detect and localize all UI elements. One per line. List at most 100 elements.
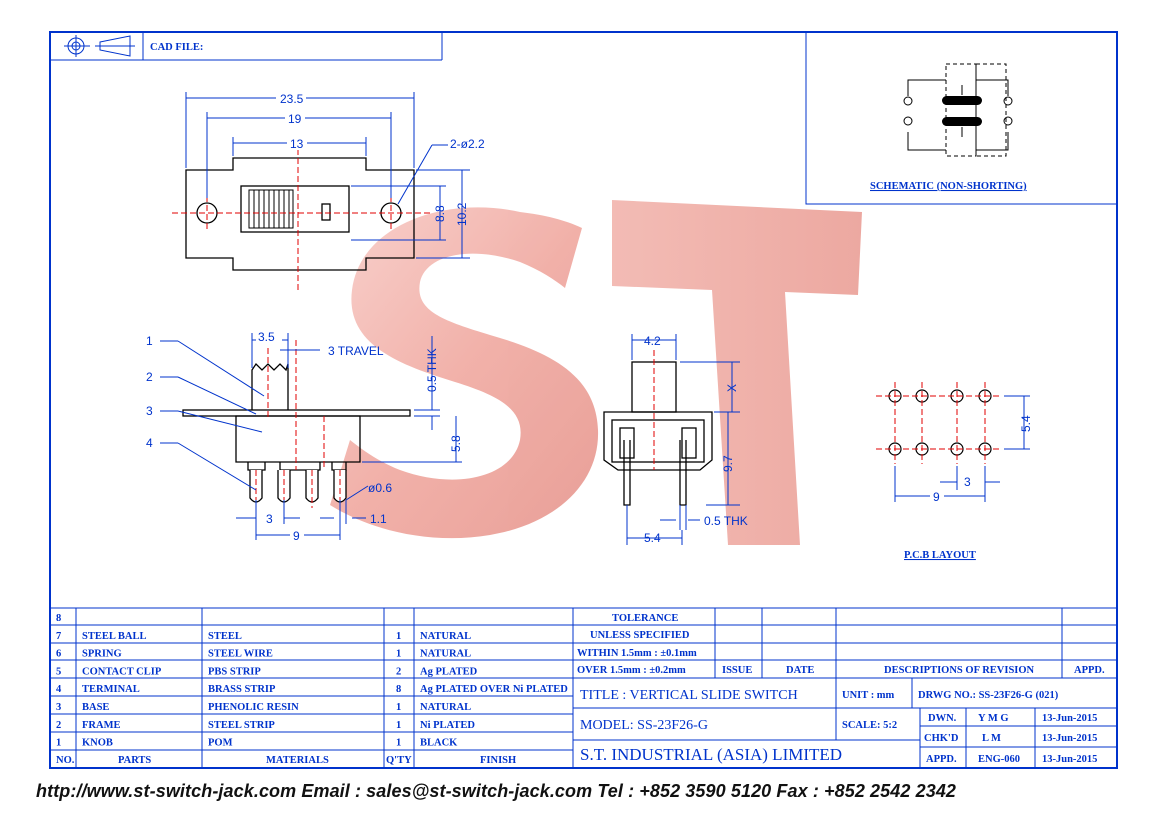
- rev-appd-header: APPD.: [1074, 665, 1105, 676]
- drawing-number: DRWG NO.: SS-23F26-G (021): [918, 690, 1059, 701]
- bom-cell-part: SPRING: [82, 649, 122, 660]
- dim-5-8: 5.8: [449, 435, 463, 452]
- bom-cell-material: STEEL WIRE: [208, 649, 273, 660]
- company-name: S.T. INDUSTRIAL (ASIA) LIMITED: [580, 745, 842, 764]
- bom-cell-finish: Ag PLATED OVER Ni PLATED: [420, 684, 568, 695]
- bom-cell-finish: Ni PLATED: [420, 720, 475, 731]
- sheet-border: [49, 31, 1118, 769]
- tolerance-line1: TOLERANCE: [612, 613, 678, 624]
- bom-cell-no: 5: [56, 666, 61, 677]
- bom-cell-no: 3: [56, 702, 61, 713]
- bom-header-no: NO.: [56, 755, 75, 766]
- bom-cell-material: STEEL: [208, 631, 242, 642]
- bom-cell-qty: 1: [396, 649, 401, 660]
- chkd-date: 13-Jun-2015: [1042, 733, 1097, 744]
- appd-label: APPD.: [926, 754, 957, 765]
- callout-2: 2: [146, 370, 153, 384]
- rev-issue-header: ISSUE: [722, 665, 752, 676]
- chkd-value: L M: [982, 733, 1001, 744]
- cad-header: CAD FILE:: [50, 32, 443, 61]
- schematic-caption: SCHEMATIC (NON-SHORTING): [870, 181, 1027, 192]
- st-watermark: [330, 200, 862, 545]
- bom-cell-no: 8: [56, 613, 61, 624]
- dim-8-8: 8.8: [433, 205, 447, 222]
- appd-date: 13-Jun-2015: [1042, 754, 1097, 765]
- callout-3: 3: [146, 404, 153, 418]
- front-view: 3.5 3 TRAVEL 0.5 THK 5.8 ø0.6 3 1.1 9 1 …: [146, 329, 463, 543]
- dim-10-2: 10.2: [455, 202, 469, 226]
- bom-cell-material: BRASS STRIP: [208, 684, 276, 695]
- dim-1-1: 1.1: [370, 512, 387, 526]
- bom-cell-part: TERMINAL: [82, 684, 140, 695]
- top-view: 23.5 19 13 2-ø2.2 8.8 10.2: [172, 92, 485, 290]
- bom-cell-no: 1: [56, 738, 61, 749]
- bom-cell-finish: Ag PLATED: [420, 666, 478, 677]
- scale-text: SCALE: 5:2: [842, 720, 897, 731]
- bom-cell-material: PHENOLIC RESIN: [208, 702, 299, 713]
- bom-cell-no: 4: [56, 684, 62, 695]
- dim-5-4: 5.4: [644, 531, 661, 545]
- dwn-label: DWN.: [928, 713, 957, 724]
- bom-cell-material: STEEL STRIP: [208, 720, 275, 731]
- callout-4: 4: [146, 436, 153, 450]
- dwn-value: Y M G: [978, 713, 1009, 724]
- bom-header-materials: MATERIALS: [266, 755, 329, 766]
- bom-cell-qty: 1: [396, 631, 401, 642]
- bom-header-parts: PARTS: [118, 755, 151, 766]
- dim-3-5: 3.5: [258, 330, 275, 344]
- bom-cell-part: FRAME: [82, 720, 121, 731]
- schematic-panel: SCHEMATIC (NON-SHORTING): [805, 31, 1118, 205]
- unit-text: UNIT : mm: [842, 690, 895, 701]
- pcb-layout: 5.4 3 9 P.C.B LAYOUT: [876, 382, 1033, 561]
- dim-side-thk: 0.5 THK: [704, 514, 748, 528]
- bom-cell-qty: 1: [396, 738, 401, 749]
- dim-4-2: 4.2: [644, 334, 661, 348]
- bom-header-finish: FINISH: [480, 755, 516, 766]
- dim-frame-thk: 0.5 THK: [425, 348, 439, 392]
- pcb-dim-9: 9: [933, 490, 940, 504]
- bom-cell-qty: 1: [396, 720, 401, 731]
- tolerance-line3: WITHIN 1.5mm : ±0.1mm: [577, 648, 697, 659]
- bom-cell-qty: 8: [396, 684, 401, 695]
- appd-value: ENG-060: [978, 754, 1020, 765]
- bom-header-qty: Q'TY: [386, 755, 412, 766]
- bom-cell-no: 2: [56, 720, 61, 731]
- bom-cell-part: STEEL BALL: [82, 631, 147, 642]
- bom-cell-finish: NATURAL: [420, 702, 471, 713]
- rev-desc-header: DESCRIPTIONS OF REVISION: [884, 665, 1035, 676]
- dim-23-5: 23.5: [280, 92, 304, 106]
- dwn-date: 13-Jun-2015: [1042, 713, 1097, 724]
- bom-cell-qty: 2: [396, 666, 401, 677]
- callout-1: 1: [146, 334, 153, 348]
- contact-footer: http://www.st-switch-jack.com Email : sa…: [36, 781, 957, 801]
- bom-cell-no: 6: [56, 649, 61, 660]
- bom-cell-part: KNOB: [82, 738, 113, 749]
- dim-front-9: 9: [293, 529, 300, 543]
- dim-9-7: 9.7: [721, 455, 735, 472]
- pcb-dim-3: 3: [964, 475, 971, 489]
- model-text: MODEL: SS-23F26-G: [580, 718, 708, 733]
- bom-cell-material: PBS STRIP: [208, 666, 261, 677]
- dim-pin-pitch: 3: [266, 512, 273, 526]
- bom-cell-finish: NATURAL: [420, 631, 471, 642]
- rev-date-header: DATE: [786, 665, 814, 676]
- pcb-caption: P.C.B LAYOUT: [904, 550, 976, 561]
- side-view: 4.2 X 9.7 0.5 THK 5.4: [603, 334, 748, 545]
- dim-x: X: [725, 384, 739, 392]
- dim-pin-dia: ø0.6: [368, 481, 392, 495]
- bom-cell-no: 7: [56, 631, 61, 642]
- dim-travel: 3 TRAVEL: [328, 344, 384, 358]
- bom-cell-material: POM: [208, 738, 233, 749]
- bom-cell-finish: BLACK: [420, 738, 458, 749]
- dim-19: 19: [288, 112, 302, 126]
- pcb-dim-5-4: 5.4: [1019, 415, 1033, 432]
- tolerance-line4: OVER 1.5mm : ±0.2mm: [577, 665, 686, 676]
- bom-cell-part: BASE: [82, 702, 109, 713]
- tolerance-line2: UNLESS SPECIFIED: [590, 630, 690, 641]
- title-text: TITLE : VERTICAL SLIDE SWITCH: [580, 688, 798, 703]
- bom-cell-qty: 1: [396, 702, 401, 713]
- projection-symbol-icon: [64, 35, 135, 57]
- dim-hole-dia: 2-ø2.2: [450, 137, 485, 151]
